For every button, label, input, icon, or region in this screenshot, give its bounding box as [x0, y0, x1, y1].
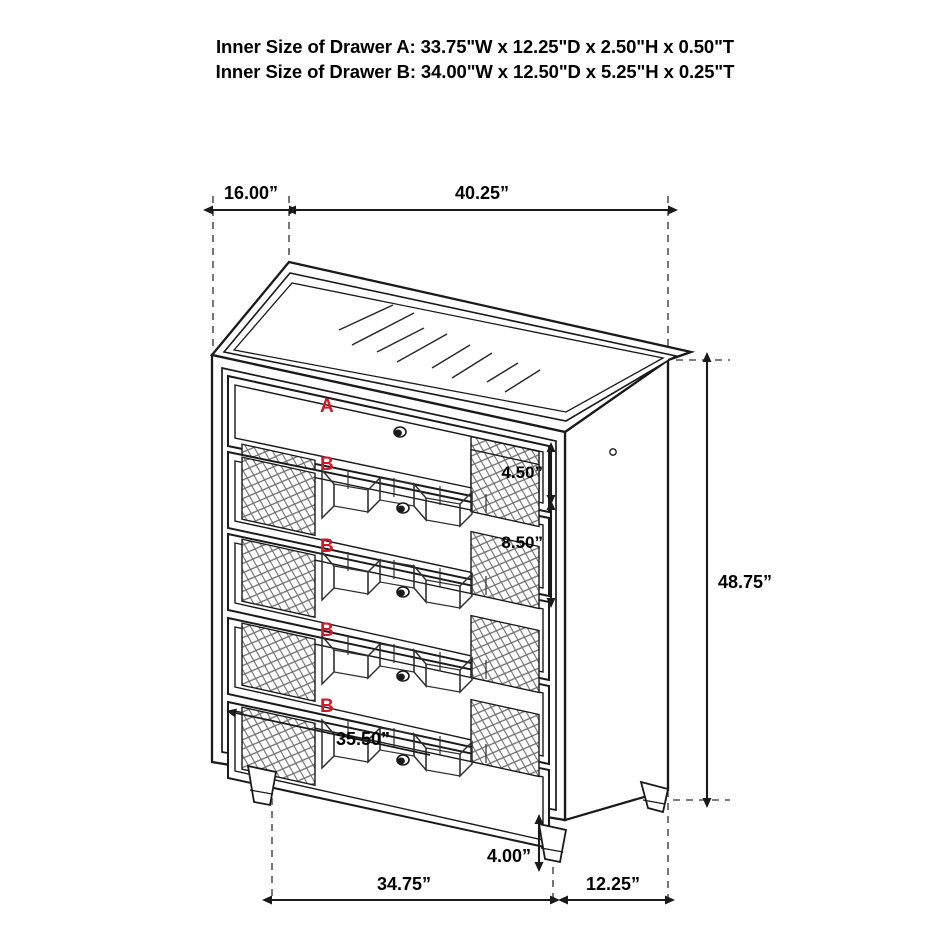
- dim-label-height-right: 48.75”: [718, 572, 772, 592]
- drawer-5-knob[interactable]: [396, 754, 410, 766]
- drawer-row-3[interactable]: [227, 530, 550, 682]
- drawer-2-mesh-left: [241, 456, 316, 537]
- top-surface-reflections: [338, 304, 541, 393]
- leg-rear-right: [639, 780, 670, 814]
- spec-line-drawer-a: Inner Size of Drawer A: 33.75"W x 12.25"…: [216, 36, 734, 57]
- drawer-label-b4: B: [320, 696, 334, 717]
- drawer-3-mesh-left: [241, 538, 316, 619]
- extension-lines: [212, 196, 730, 900]
- drawer-label-b3: B: [320, 620, 334, 641]
- drawer-2-bowtie-pattern: [321, 467, 487, 528]
- top-surface-mirror-panel: [232, 282, 665, 413]
- drawer-4-knob[interactable]: [396, 670, 410, 682]
- dimension-bottom-group: 34.75” 12.25”: [262, 874, 675, 905]
- drawer-5-bowtie-pattern: [321, 717, 487, 778]
- leg-front-right: [537, 822, 568, 864]
- dim-label-drawer-b-height: 8.50”: [501, 533, 543, 552]
- dim-label-drawer-width: 35.50”: [336, 729, 390, 749]
- side-panel-screw-hole: [609, 448, 617, 456]
- leg-rear-right-band: [642, 799, 666, 805]
- legs-group: [246, 764, 670, 864]
- drawer-row-2[interactable]: [227, 448, 550, 598]
- drawer-1-bevel: [234, 384, 544, 504]
- drawer-2-mesh-right: [470, 448, 540, 528]
- leg-front-left-band: [249, 789, 273, 795]
- drawer-3-bowtie-pattern: [321, 549, 487, 610]
- spec-line-drawer-b: Inner Size of Drawer B: 34.00"W x 12.50"…: [215, 61, 735, 82]
- drawer-4-mesh-left: [241, 622, 316, 703]
- leg-front-left: [246, 764, 278, 807]
- drawer-3-knob[interactable]: [396, 586, 410, 598]
- carcass-top-right-edge: [667, 350, 692, 362]
- dim-label-depth-top: 16.00”: [224, 183, 278, 203]
- dimension-drawer-heights: 4.50” 8.50”: [501, 442, 556, 608]
- dimension-drawer-width: 35.50”: [226, 708, 431, 756]
- drawer-letter-labels: A B B B B: [320, 396, 334, 717]
- dimension-leg-height: 4.00”: [487, 814, 544, 872]
- drawer-row-5[interactable]: [227, 698, 550, 850]
- dim-label-width-top: 40.25”: [455, 183, 509, 203]
- spec-header: Inner Size of Drawer A: 33.75"W x 12.25"…: [0, 34, 950, 84]
- dimension-height-right: 48.75”: [702, 352, 772, 808]
- drawer-3-mesh-right: [470, 530, 540, 610]
- drawer-4-bowtie-pattern: [321, 633, 487, 694]
- drawer-2-knob[interactable]: [396, 502, 410, 514]
- dim-label-base-depth: 12.25”: [586, 874, 640, 894]
- dim-label-drawer-a-height: 4.50”: [501, 463, 543, 482]
- drawer-5-mesh-right: [470, 698, 540, 778]
- dimension-top-group: 16.00” 40.25”: [203, 183, 678, 215]
- drawer-row-4[interactable]: [227, 614, 550, 766]
- dim-label-base-width: 34.75”: [377, 874, 431, 894]
- drawer-label-b1: B: [320, 454, 334, 475]
- drawer-1-knob[interactable]: [393, 426, 407, 438]
- drawer-4-mesh-right: [470, 614, 540, 694]
- chest-body: [209, 260, 696, 864]
- leg-front-right-band: [540, 847, 564, 853]
- drawer-label-b2: B: [320, 536, 334, 557]
- drawer-label-a: A: [320, 396, 334, 417]
- side-panel-right: [563, 357, 670, 822]
- dim-label-leg-height: 4.00”: [487, 846, 531, 866]
- dim-arrow-drawer-width: [226, 708, 431, 756]
